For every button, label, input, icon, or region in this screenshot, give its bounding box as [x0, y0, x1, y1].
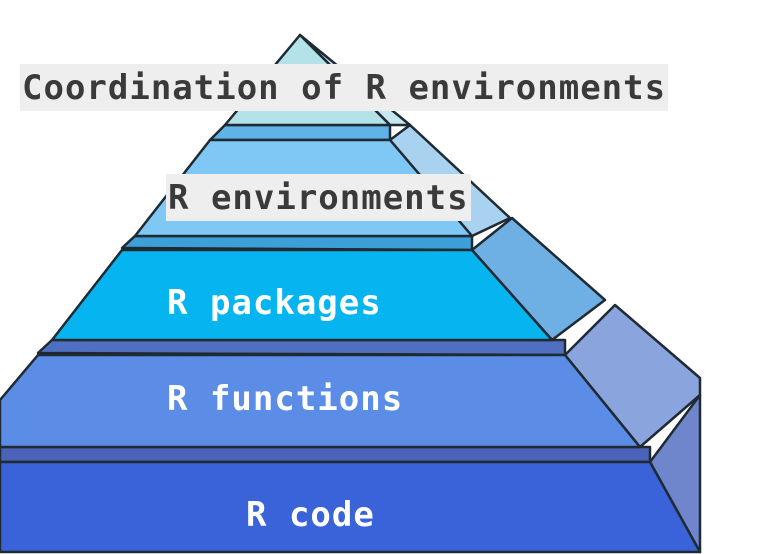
layer-r-code-front — [0, 460, 702, 554]
layer-r-functions-front — [0, 353, 642, 449]
layer-label-r-code: R code — [246, 495, 375, 535]
layer-r-code-ledge — [0, 445, 652, 464]
layer-label-r-packages: R packages — [167, 283, 382, 323]
layer-r-packages-ledge — [120, 234, 474, 252]
layer-label-r-functions: R functions — [167, 379, 404, 419]
layer-r-packages-front — [50, 248, 554, 342]
layer-r-environments-ledge — [208, 123, 392, 142]
layer-label-r-environments: R environments — [166, 174, 471, 221]
layer-r-functions-ledge — [36, 338, 567, 357]
layer-label-coordination: Coordination of R environments — [20, 64, 669, 111]
